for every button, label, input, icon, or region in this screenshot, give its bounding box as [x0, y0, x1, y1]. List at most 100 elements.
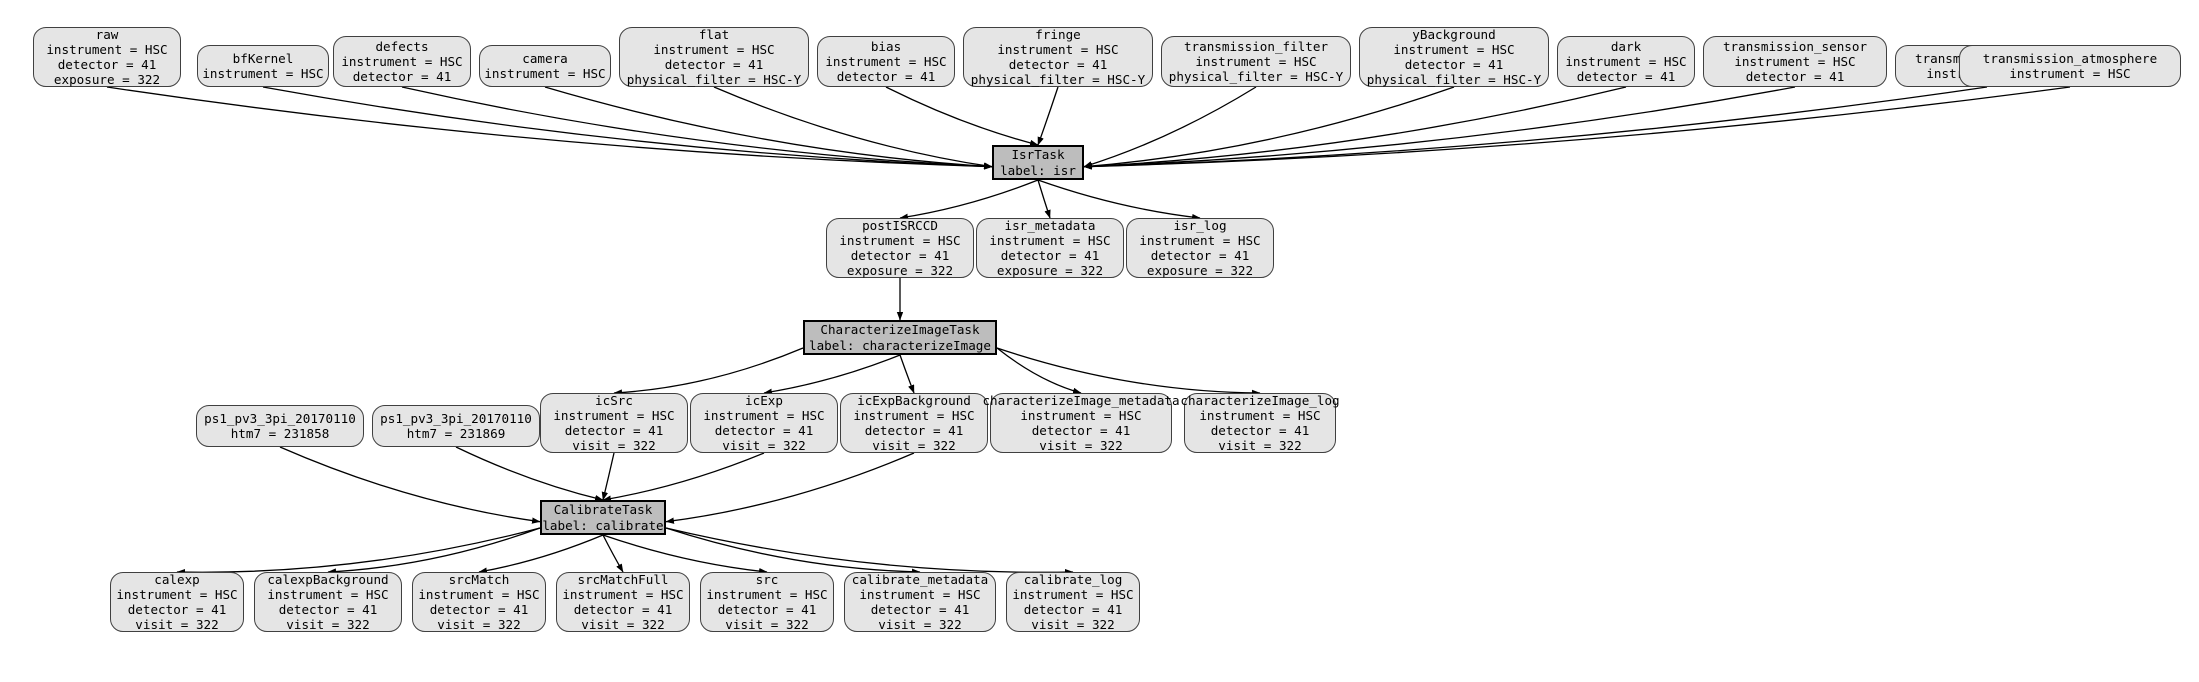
node-detail-line: detector = 41: [1576, 69, 1676, 85]
node-title: srcMatch: [448, 571, 510, 587]
node-title: icSrc: [595, 392, 633, 408]
node-title: flat: [698, 26, 730, 42]
node-title: characterizeImage_metadata: [982, 392, 1180, 408]
node-title: calibrate_log: [1023, 571, 1123, 587]
node-title: postISRCCD: [862, 217, 938, 233]
node-detail-line: instrument = HSC: [1195, 53, 1317, 69]
node-detail-line: detector = 41: [1745, 69, 1845, 85]
node-title: CharacterizeImageTask: [820, 322, 980, 338]
node-detail-line: exposure = 322: [53, 72, 161, 88]
node-detail-line: detector = 41: [278, 602, 378, 617]
node-detail-line: exposure = 322: [996, 263, 1104, 279]
node-detail-line: visit = 322: [1039, 438, 1123, 454]
edge-CharacterizeImageTask-to-characterizeImage_log: [996, 347, 1261, 397]
node-detail-line: physical_filter = HSC-Y: [970, 72, 1146, 88]
edge-CalibrateTask-to-calexp: [176, 527, 541, 576]
edge-IsrTask-to-postISRCCD: [899, 179, 1039, 220]
node-title: characterizeImage_log: [1180, 392, 1340, 408]
node-detail-line: instrument = HSC: [997, 41, 1119, 57]
node-detail-line: visit = 322: [1031, 617, 1115, 633]
node-title: isr_metadata: [1004, 217, 1096, 233]
node-detail-line: visit = 322: [1218, 438, 1302, 454]
node-detail-line: detector = 41: [836, 69, 936, 85]
node-detail-line: instrument = HSC: [825, 53, 947, 69]
node-detail-line: detector = 41: [1210, 423, 1310, 438]
edge-transmission_atmosphere-to-IsrTask: [1083, 86, 2071, 170]
edge-CalibrateTask-to-calexpBackground: [327, 527, 541, 575]
node-detail-line: visit = 322: [581, 617, 665, 633]
node-detail-line: instrument = HSC: [853, 407, 975, 423]
node-detail-line: detector = 41: [714, 423, 814, 438]
node-detail-line: instrument = HSC: [562, 586, 684, 602]
node-detail-line: instrument = HSC: [653, 41, 775, 57]
edge-CharacterizeImageTask-to-icSrc: [613, 347, 804, 396]
node-detail-line: detector = 41: [864, 423, 964, 438]
node-detail-line: instrument = HSC: [267, 586, 389, 602]
edge-CharacterizeImageTask-to-characterizeImage_metadata: [996, 347, 1082, 394]
edge-CalibrateTask-to-srcMatch: [478, 534, 604, 574]
edge-raw-to-IsrTask: [106, 86, 993, 170]
node-detail-line: detector = 41: [850, 248, 950, 263]
node-detail-line: htm7 = 231858: [230, 426, 330, 441]
edge-ps1_a-to-CalibrateTask: [279, 446, 541, 524]
node-title: ps1_pv3_3pi_20170110: [380, 410, 532, 426]
node-detail-line: visit = 322: [872, 438, 956, 454]
node-title: calexpBackground: [267, 571, 389, 587]
node-detail-line: exposure = 322: [846, 263, 954, 279]
node-detail-line: instrument = HSC: [2009, 66, 2131, 81]
node-detail-line: detector = 41: [1023, 602, 1123, 617]
edge-CalibrateTask-to-src: [602, 534, 768, 575]
node-detail-line: detector = 41: [1150, 248, 1250, 263]
node-detail-line: htm7 = 231869: [406, 426, 506, 441]
edge-transmission_sensor-to-IsrTask: [1083, 86, 1796, 170]
edge-CalibrateTask-to-calibrate_log: [665, 527, 1074, 576]
node-detail-line: detector = 41: [57, 57, 157, 72]
node-title: srcMatchFull: [577, 571, 669, 587]
node-detail-line: detector = 41: [352, 69, 452, 85]
node-title: transmission_sensor: [1722, 38, 1868, 54]
node-title: icExp: [745, 392, 783, 408]
node-detail-line: instrument = HSC: [1565, 53, 1687, 69]
node-title: isr_log: [1173, 217, 1227, 233]
edge-CharacterizeImageTask-to-icExp: [763, 354, 901, 395]
node-title: src: [755, 571, 779, 587]
node-detail-line: exposure = 322: [1146, 263, 1254, 279]
node-title: calexp: [154, 571, 200, 587]
node-title: bfKernel: [232, 50, 294, 66]
node-detail-line: instrument = HSC: [1393, 41, 1515, 57]
node-detail-line: label: calibrate: [542, 517, 664, 533]
